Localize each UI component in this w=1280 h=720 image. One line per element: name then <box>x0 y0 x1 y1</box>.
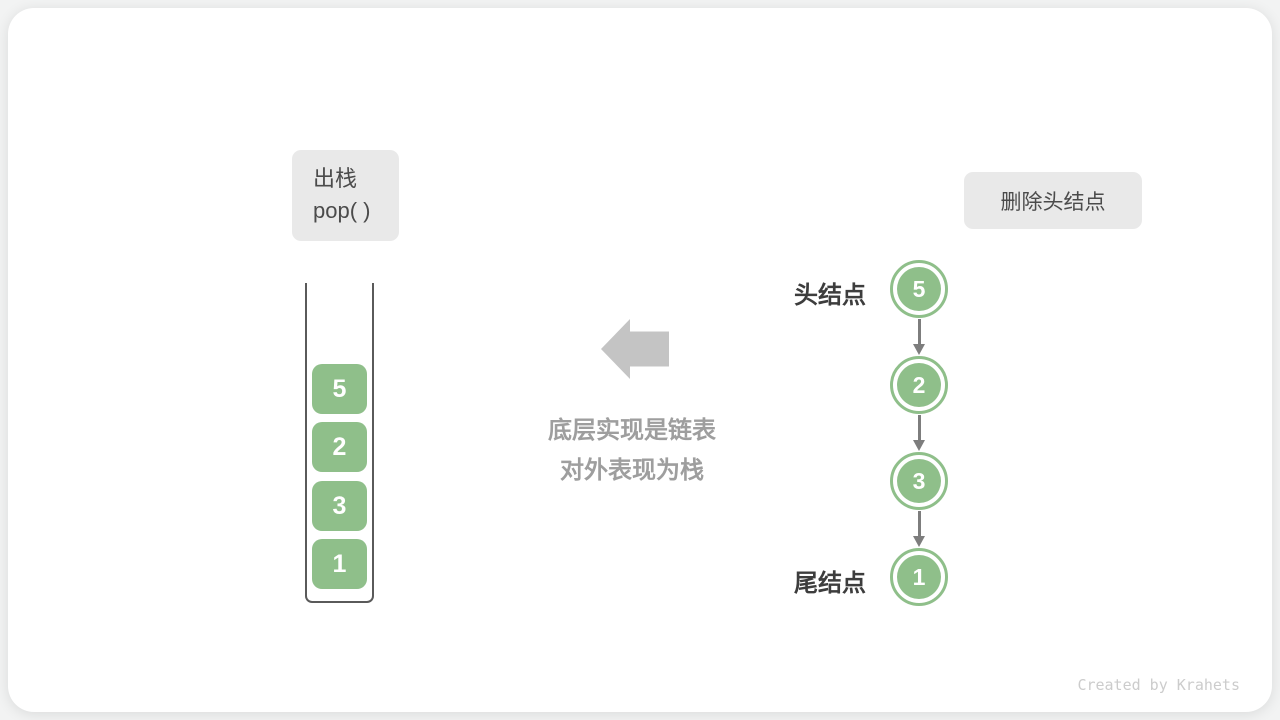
list-node-value: 5 <box>897 267 941 311</box>
tail-node-label: 尾结点 <box>794 570 866 597</box>
center-caption: 底层实现是链表 对外表现为栈 <box>482 411 782 491</box>
stack-item-1: 1 <box>312 539 367 589</box>
stack-item-5: 5 <box>312 364 367 414</box>
caption-line-1: 底层实现是链表 <box>548 417 716 444</box>
stack-container <box>305 283 374 603</box>
list-node-value: 3 <box>897 459 941 503</box>
list-node-value: 2 <box>897 363 941 407</box>
next-pointer-arrowhead-icon <box>913 440 925 451</box>
list-node-2: 2 <box>890 356 948 414</box>
stack-item-3: 3 <box>312 481 367 531</box>
list-node-value: 1 <box>897 555 941 599</box>
pop-operation-label-cn: 出栈 <box>313 166 358 191</box>
head-node-label: 头结点 <box>794 282 866 309</box>
next-pointer-arrowhead-icon <box>913 536 925 547</box>
list-node-1: 1 <box>890 548 948 606</box>
caption-line-2: 对外表现为栈 <box>560 457 704 484</box>
watermark-text: Created by Krahets <box>1077 676 1240 694</box>
next-pointer-line <box>917 415 921 440</box>
stack-item-2: 2 <box>312 422 367 472</box>
list-node-3: 3 <box>890 452 948 510</box>
next-pointer-line <box>917 319 921 344</box>
next-pointer-line <box>917 511 921 536</box>
delete-head-node-box: 删除头结点 <box>964 172 1142 229</box>
list-node-5: 5 <box>890 260 948 318</box>
pop-operation-label-code: pop( ) <box>313 198 371 223</box>
pop-operation-box: 出栈 pop( ) <box>292 150 399 241</box>
next-pointer-arrowhead-icon <box>913 344 925 355</box>
left-block-arrow-icon <box>601 319 669 379</box>
